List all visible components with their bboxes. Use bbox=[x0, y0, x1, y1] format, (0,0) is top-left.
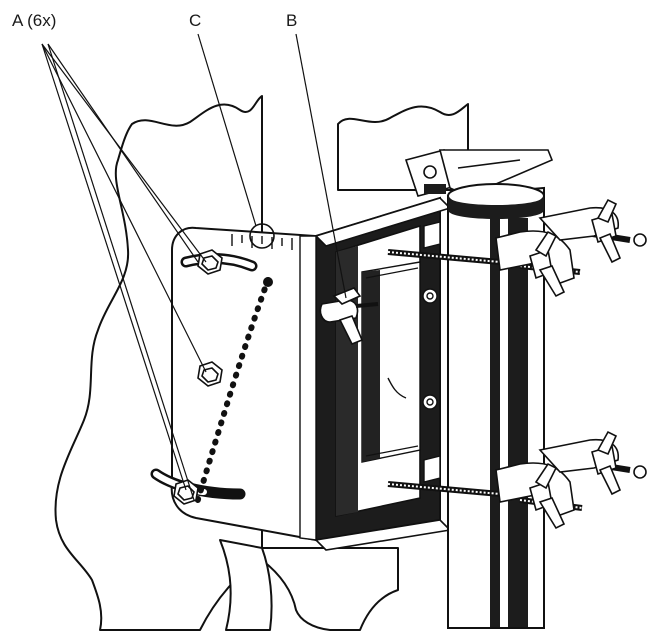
adjustment-arc bbox=[193, 277, 271, 509]
mast-pole bbox=[447, 183, 545, 629]
top-clamp bbox=[404, 149, 554, 197]
callout-label-b: B bbox=[286, 11, 298, 30]
upper-pole-clamp bbox=[387, 198, 647, 298]
hex-bolt-upper bbox=[197, 249, 223, 275]
angle-scale bbox=[231, 234, 293, 250]
bolt-b bbox=[319, 287, 379, 346]
leader-lines bbox=[41, 33, 347, 501]
back-bracket bbox=[314, 196, 452, 551]
back-plate-nuts bbox=[422, 288, 438, 410]
arc-end-dot bbox=[263, 277, 273, 287]
angle-indicator-circle bbox=[249, 223, 275, 249]
lower-pole-clamp bbox=[387, 430, 647, 530]
callout-label-a: A (6x) bbox=[12, 11, 57, 30]
callout-label-c: C bbox=[189, 11, 202, 30]
